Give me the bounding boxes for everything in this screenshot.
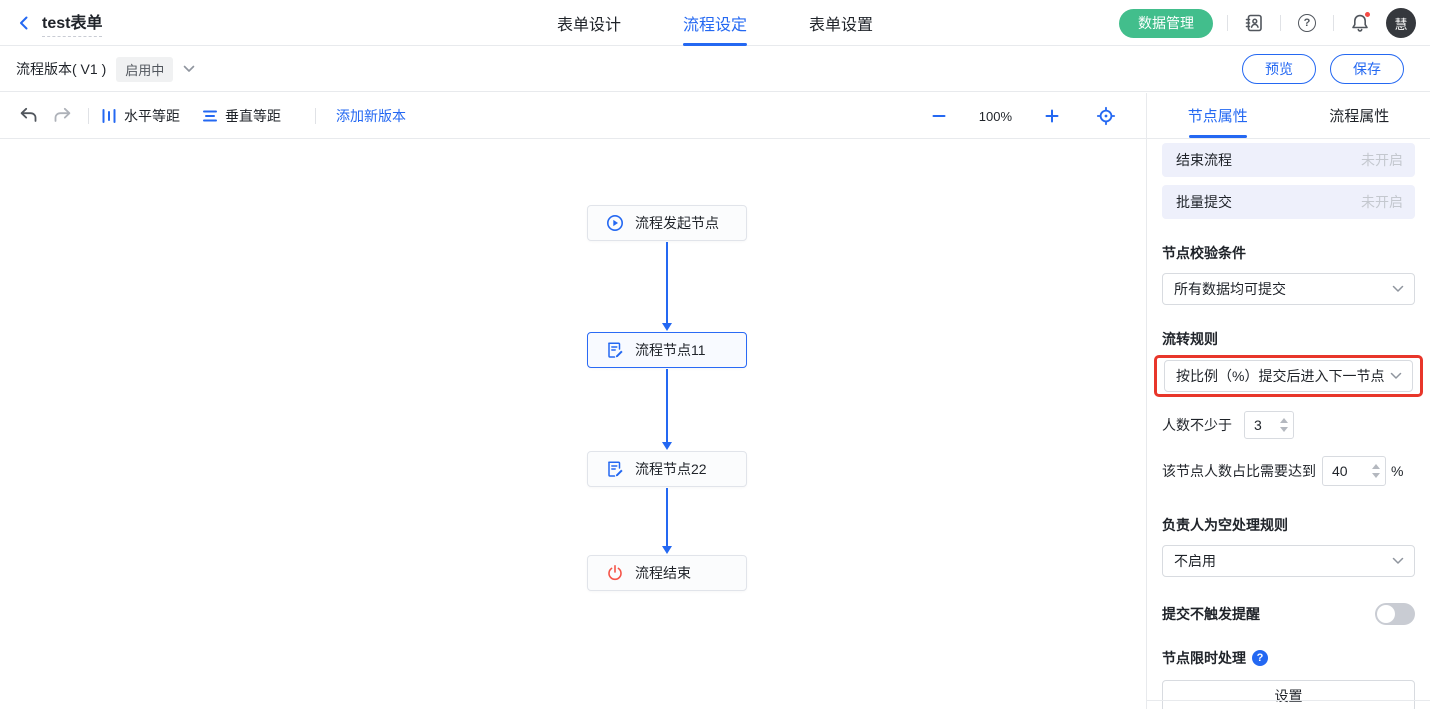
data-manage-button[interactable]: 数据管理 (1119, 8, 1213, 38)
tab-flow-setting[interactable]: 流程设定 (683, 0, 747, 46)
undo-icon[interactable] (14, 102, 42, 130)
avatar[interactable]: 慧 (1386, 8, 1416, 38)
flow-rule-select[interactable]: 按比例（%）提交后进入下一节点 (1164, 360, 1413, 392)
min-people-input[interactable] (1244, 411, 1294, 439)
preview-button[interactable]: 预览 (1242, 54, 1316, 84)
ratio-label: 该节点人数占比需要达到 (1162, 463, 1316, 479)
help-icon[interactable]: ? (1295, 11, 1319, 35)
percent-unit: % (1391, 463, 1404, 479)
divider (1227, 15, 1228, 31)
flow-node-label: 流程节点11 (635, 342, 706, 358)
back-button[interactable] (16, 15, 32, 31)
validation-condition-label: 节点校验条件 (1162, 245, 1246, 261)
no-remind-row: 提交不触发提醒 (1162, 603, 1415, 625)
main-tabs: 表单设计 流程设定 表单设置 (557, 0, 873, 46)
min-people-label: 人数不少于 (1162, 417, 1232, 433)
add-version-link[interactable]: 添加新版本 (336, 107, 406, 124)
flow-node-label: 流程节点22 (635, 461, 707, 477)
red-highlight-annotation: 按比例（%）提交后进入下一节点 (1154, 355, 1423, 397)
vertical-distribute-button[interactable]: 垂直等距 (202, 106, 281, 126)
zoom-out-icon[interactable] (925, 102, 953, 130)
properties-panel: 节点属性 流程属性 结束流程 未开启 批量提交 未开启 节点校验条件 所有数据均… (1146, 93, 1430, 709)
ratio-input[interactable] (1322, 456, 1386, 486)
number-stepper[interactable] (1372, 457, 1380, 485)
panel-tabs: 节点属性 流程属性 (1147, 93, 1430, 139)
chevron-down-icon (1392, 557, 1404, 564)
zoom-controls: 100% (925, 93, 1120, 139)
validation-condition-select[interactable]: 所有数据均可提交 (1162, 273, 1415, 305)
flow-edge (662, 369, 672, 450)
chevron-left-icon (20, 16, 28, 29)
divider (1280, 15, 1281, 31)
divider (1333, 15, 1334, 31)
notification-badge (1364, 11, 1371, 18)
status-value: 未开启 (1361, 152, 1403, 168)
top-right-actions: 数据管理 ? 慧 (1119, 0, 1416, 46)
flow-edge (662, 488, 672, 554)
play-circle-icon (607, 215, 623, 231)
no-remind-label: 提交不触发提醒 (1162, 606, 1260, 622)
fit-view-icon[interactable] (1092, 102, 1120, 130)
version-bar: 流程版本( V1 ) 启用中 预览 保存 (0, 47, 1430, 92)
status-badge: 启用中 (116, 56, 174, 82)
empty-owner-rule-select[interactable]: 不启用 (1162, 545, 1415, 577)
page-title[interactable]: test表单 (42, 9, 103, 37)
tab-form-setting[interactable]: 表单设置 (809, 17, 874, 34)
edit-doc-icon (608, 461, 623, 477)
empty-owner-rule-label: 负责人为空处理规则 (1162, 517, 1288, 533)
divider (1147, 700, 1430, 701)
divider (88, 107, 89, 124)
panel-body: 结束流程 未开启 批量提交 未开启 节点校验条件 所有数据均可提交 流转规则 按… (1147, 139, 1430, 709)
flow-node-11[interactable]: 流程节点11 (587, 332, 747, 368)
tab-node-properties[interactable]: 节点属性 (1147, 93, 1289, 138)
flow-node-end[interactable]: 流程结束 (587, 555, 747, 591)
divider (315, 107, 316, 124)
vertical-distribute-icon (203, 110, 217, 121)
end-flow-setting-row[interactable]: 结束流程 未开启 (1162, 143, 1415, 177)
horizontal-distribute-button[interactable]: 水平等距 (101, 106, 180, 126)
chevron-down-icon (1390, 372, 1402, 379)
save-button[interactable]: 保存 (1330, 54, 1404, 84)
redo-icon[interactable] (48, 102, 76, 130)
zoom-in-icon[interactable] (1038, 102, 1066, 130)
horizontal-distribute-icon (102, 108, 116, 123)
notification-bell-icon[interactable] (1348, 11, 1372, 35)
chevron-down-icon (1392, 285, 1404, 292)
flow-node-label: 流程结束 (635, 565, 691, 581)
flow-node-label: 流程发起节点 (635, 215, 719, 231)
tab-form-design[interactable]: 表单设计 (556, 17, 621, 34)
chevron-down-icon[interactable] (183, 65, 195, 73)
zoom-level: 100% (978, 108, 1012, 124)
flow-canvas[interactable]: 流程发起节点 流程节点11 流程节点22 流程结束 (0, 140, 1146, 709)
flow-edge (662, 242, 672, 331)
edit-doc-icon (608, 342, 623, 358)
flow-rule-label: 流转规则 (1162, 331, 1218, 347)
canvas-toolbar: 水平等距 垂直等距 添加新版本 100% (0, 93, 1146, 139)
address-book-icon[interactable] (1242, 11, 1266, 35)
ratio-row: 该节点人数占比需要达到 % (1162, 456, 1415, 486)
min-people-row: 人数不少于 (1162, 411, 1415, 439)
no-remind-toggle[interactable] (1375, 603, 1415, 625)
flow-node-22[interactable]: 流程节点22 (587, 451, 747, 487)
power-icon (608, 565, 622, 581)
flow-node-start[interactable]: 流程发起节点 (587, 205, 747, 241)
top-bar: test表单 表单设计 流程设定 表单设置 数据管理 ? 慧 (0, 0, 1430, 46)
status-value: 未开启 (1361, 194, 1403, 210)
time-limit-label: 节点限时处理 ? (1162, 648, 1415, 668)
tab-flow-properties[interactable]: 流程属性 (1329, 108, 1390, 125)
version-label: 流程版本( V1 ) (16, 61, 107, 77)
question-circle-icon[interactable]: ? (1252, 650, 1268, 666)
batch-submit-setting-row[interactable]: 批量提交 未开启 (1162, 185, 1415, 219)
time-limit-settings-button[interactable]: 设置 (1162, 680, 1415, 709)
number-stepper[interactable] (1280, 412, 1288, 438)
